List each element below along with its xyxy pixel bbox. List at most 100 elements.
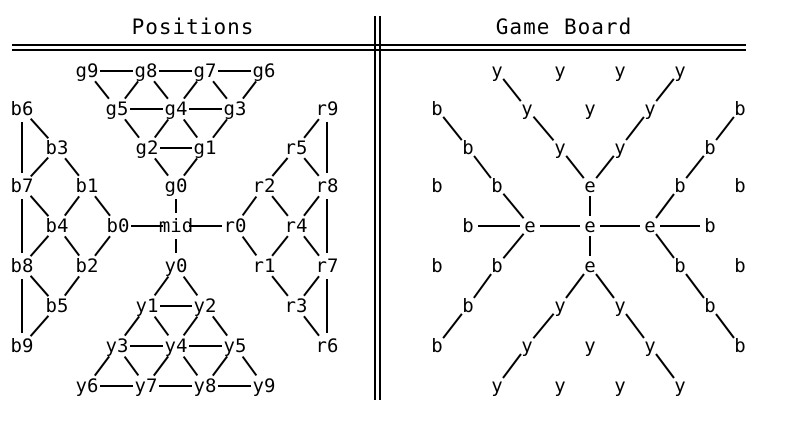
board-cell-r5: b: [704, 137, 715, 159]
position-link-y5-y8: [212, 355, 228, 377]
position-label-b6: b6: [11, 98, 34, 120]
position-label-r0: r0: [224, 215, 247, 237]
position-label-r5: r5: [285, 137, 308, 159]
position-link-b6-b3: [29, 118, 50, 139]
board-cell-r3: b: [704, 295, 715, 317]
position-link-g4-g1: [182, 118, 199, 139]
board-cell-g1: y: [614, 137, 625, 159]
position-label-y1: y1: [136, 295, 159, 317]
position-link-r9-r5: [303, 118, 320, 139]
position-label-y8: y8: [194, 375, 217, 397]
position-label-r3: r3: [285, 295, 308, 317]
position-link-b2-b5: [64, 275, 80, 297]
board-link-b9-b5: [442, 313, 463, 339]
board-link-r9-r5: [715, 116, 735, 141]
position-link-r4-r7: [303, 235, 320, 257]
board-link-g9-g5: [502, 78, 522, 102]
position-link-y1-y3: [124, 315, 140, 337]
position-link-y3-y6: [94, 355, 110, 377]
position-label-g5: g5: [106, 98, 129, 120]
position-label-g9: g9: [76, 60, 99, 82]
position-link-b4-b2: [64, 235, 80, 257]
board-cell-g5: y: [521, 98, 532, 120]
board-cell-r4: b: [704, 215, 715, 237]
position-label-r7: r7: [316, 255, 339, 277]
position-link-r1-r3: [271, 275, 289, 297]
position-label-g8: g8: [135, 60, 158, 82]
game-board-title: Game Board: [495, 15, 633, 39]
position-link-y1-y4: [153, 315, 170, 337]
board-cell-g3: y: [644, 98, 655, 120]
board-link-y0-y2: [595, 273, 615, 299]
board-cell-r1: b: [674, 255, 685, 277]
board-link-g2-g0: [565, 155, 585, 179]
position-link-g5-g2: [124, 118, 140, 139]
board-cell-y8: y: [614, 375, 625, 397]
board-cell-b7: b: [431, 175, 442, 197]
position-label-b2: b2: [76, 255, 99, 277]
position-link-g6-g3: [242, 80, 257, 100]
board-cell-y9: y: [674, 375, 685, 397]
position-label-r9: r9: [316, 98, 339, 120]
board-link-r2-r0: [655, 193, 675, 219]
position-label-g0: g0: [165, 175, 188, 197]
board-cell-y0: e: [584, 255, 595, 277]
position-label-g6: g6: [253, 60, 276, 82]
board-link-r1-r0: [655, 233, 675, 259]
board-link-r5-r2: [685, 155, 705, 179]
position-label-y2: y2: [194, 295, 217, 317]
position-link-r4-r1: [271, 235, 289, 257]
board-link-b3-b1: [473, 155, 492, 179]
position-label-b3: b3: [46, 137, 69, 159]
position-link-g2-g0: [154, 157, 169, 177]
board-cell-y6: y: [491, 375, 502, 397]
board-cell-b8: b: [431, 255, 442, 277]
board-cell-b9: b: [431, 335, 442, 357]
board-link-b6-b3: [442, 116, 463, 141]
position-link-g3-g1: [212, 118, 228, 139]
board-link-y5-y9: [655, 353, 675, 379]
board-cell-g7: y: [614, 60, 625, 82]
board-cell-g6: y: [674, 60, 685, 82]
position-link-r0-r1: [241, 235, 258, 257]
position-label-b8: b8: [11, 255, 34, 277]
position-label-y3: y3: [106, 335, 129, 357]
position-link-y2-y4: [182, 315, 199, 337]
position-label-y6: y6: [76, 375, 99, 397]
board-cell-g4: y: [584, 98, 595, 120]
board-cell-y2: y: [614, 295, 625, 317]
board-cell-b4: b: [462, 215, 473, 237]
position-link-g1-g0: [183, 157, 198, 177]
board-link-b1-b0: [502, 193, 525, 219]
board-cell-y4: y: [584, 335, 595, 357]
board-cell-b2: b: [491, 255, 502, 277]
position-label-mid: mid: [159, 215, 193, 237]
position-link-r8-r4: [303, 195, 320, 217]
position-link-b3-b1: [64, 157, 80, 177]
position-label-y4: y4: [165, 335, 188, 357]
position-label-y0: y0: [165, 255, 188, 277]
position-label-b1: b1: [76, 175, 99, 197]
board-link-g3-g1: [625, 116, 645, 141]
position-link-r5-r2: [271, 157, 289, 177]
position-label-y9: y9: [253, 375, 276, 397]
board-cell-mid: e: [584, 215, 595, 237]
board-cell-g2: y: [554, 137, 565, 159]
board-cell-b3: b: [462, 137, 473, 159]
position-label-b9: b9: [11, 335, 34, 357]
position-label-b0: b0: [107, 215, 130, 237]
position-link-r2-r4: [271, 195, 289, 217]
positions-connections: [21, 70, 328, 387]
position-link-r5-r8: [303, 157, 320, 177]
board-cell-b6: b: [431, 98, 442, 120]
board-cell-y7: y: [554, 375, 565, 397]
board-connections: [442, 78, 735, 379]
position-label-r4: r4: [285, 215, 308, 237]
position-link-g8-g4: [153, 80, 169, 100]
position-link-r2-r0: [241, 195, 258, 217]
position-label-g7: g7: [194, 60, 217, 82]
position-link-y5-y9: [241, 355, 258, 377]
